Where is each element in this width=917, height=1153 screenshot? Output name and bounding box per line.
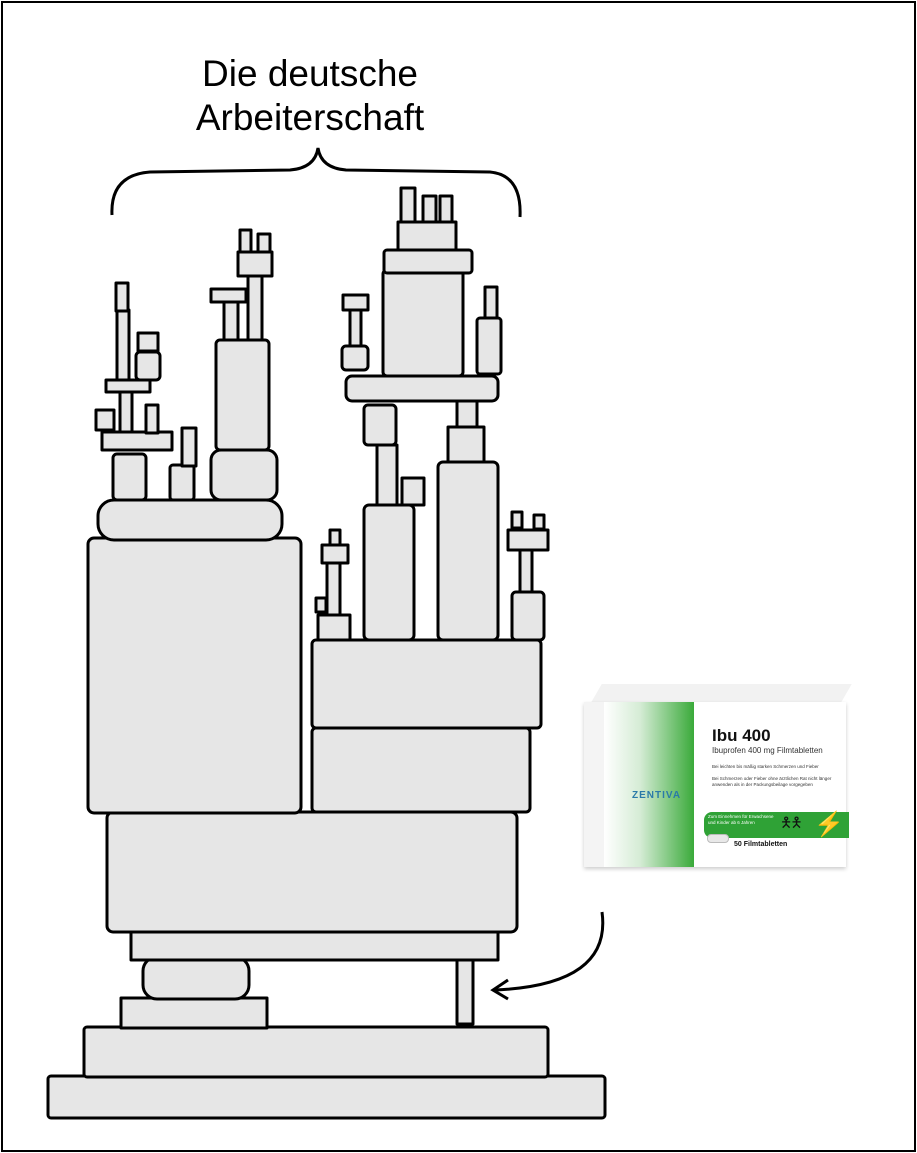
tower-blocks [46,186,607,1120]
dosage-band [704,812,849,838]
brand-logo: ZENTIVA [632,790,682,801]
indication-text: Bei leichten bis mäßig starken Schmerzen… [712,764,819,769]
box-side [584,702,604,867]
dosage-text: Zum Einnehmen für Erwachsene und Kinder … [708,814,774,825]
caption: Die deutsche Arbeiterschaft [150,52,470,140]
lightning-icon: ⚡ [814,811,844,838]
people-icon: 🯅🯅 [780,814,803,830]
warning-text: Bei Schmerzen oder Fieber ohne ärztliche… [712,776,832,787]
green-stripe [604,702,694,867]
caption-line-1: Die deutsche [202,53,418,94]
pointer-arrow [494,911,605,992]
ibuprofen-box: ZENTIVA Ibu 400 Ibuprofen 400 mg Filmtab… [584,684,852,876]
tablet-count: 50 Filmtabletten [734,841,788,848]
curly-brace [110,147,522,218]
box-top [590,684,852,704]
caption-line-2: Arbeiterschaft [195,97,425,138]
product-subtitle: Ibuprofen 400 mg Filmtabletten [712,746,823,755]
small-support-block [455,958,475,1026]
product-title: Ibu 400 [712,726,771,745]
arrow-head [490,978,509,1001]
pill-icon [707,834,729,843]
